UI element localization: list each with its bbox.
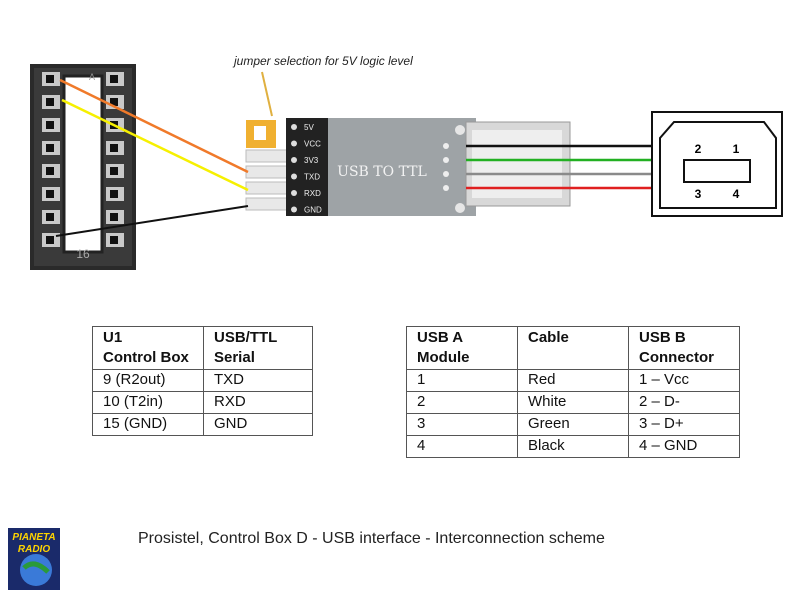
wire-black <box>55 205 249 237</box>
jumper-pointer-line <box>261 71 273 117</box>
table-header-row: USB A Module Cable USB B Connector <box>406 326 740 370</box>
pianeta-radio-logo: PIANETA RADIO <box>8 528 60 590</box>
socket-pin-hole <box>110 144 118 152</box>
socket-pin-hole <box>46 236 54 244</box>
logo-text-line-1: PIANETA <box>12 532 55 543</box>
logo-text-line-2: RADIO <box>18 544 50 555</box>
module-pin-label: VCC <box>304 140 321 149</box>
table-row: 15 (GND)GND <box>92 413 313 436</box>
table-cell: RXD <box>203 391 313 414</box>
socket-pin-hole <box>46 144 54 152</box>
socket-number-label: 16 <box>76 247 90 261</box>
module-pin-label: GND <box>304 206 322 215</box>
socket-pin-hole <box>46 213 54 221</box>
table-cell: 2 <box>406 391 518 414</box>
diagram-caption: Prosistel, Control Box D - USB interface… <box>138 530 605 547</box>
table-cell: TXD <box>203 369 313 392</box>
socket-pin-hole <box>110 213 118 221</box>
module-pin-label: 3V3 <box>304 156 319 165</box>
socket-pin-hole <box>46 75 54 83</box>
jumper-cap <box>246 120 276 148</box>
table-cell: 1 <box>406 369 518 392</box>
table-row: 9 (R2out)TXD <box>92 369 313 392</box>
usb-b-pin-4: 4 <box>733 187 740 201</box>
usb-b-connector: 2 1 3 4 <box>651 111 783 217</box>
table-cell: GND <box>203 413 313 436</box>
header-pins <box>245 149 289 211</box>
module-pin-pad <box>291 190 297 196</box>
table-cell: 4 <box>406 435 518 458</box>
socket-pin-hole <box>46 98 54 106</box>
table-cell: 2 – D- <box>628 391 740 414</box>
header-line: Cable <box>528 329 569 346</box>
header-cell: USB/TTL Serial <box>203 326 313 370</box>
header-line: USB/TTL <box>214 329 278 346</box>
ic-socket: 16 A <box>30 64 136 270</box>
table-cell: White <box>517 391 629 414</box>
header-cell: USB A Module <box>406 326 518 370</box>
table-cell: 3 – D+ <box>628 413 740 436</box>
header-line: Module <box>417 349 470 366</box>
socket-pin-hole <box>46 121 54 129</box>
socket-pin-hole <box>46 190 54 198</box>
socket-pin-hole <box>110 98 118 106</box>
jumper-note: jumper selection for 5V logic level <box>234 54 413 68</box>
table-cell: 3 <box>406 413 518 436</box>
module-pin-pad <box>291 206 297 213</box>
table-cell: 10 (T2in) <box>92 391 204 414</box>
wire-yellow <box>61 98 249 192</box>
table-cell: 1 – Vcc <box>628 369 740 392</box>
table-cell: Red <box>517 369 629 392</box>
header-line: Control Box <box>103 349 189 366</box>
module-title: USB TO TTL <box>337 164 427 180</box>
table-cell: 4 – GND <box>628 435 740 458</box>
table-row: 10 (T2in)RXD <box>92 391 313 414</box>
module-pin-pad <box>291 124 297 130</box>
module-pin-pad <box>291 173 297 180</box>
header-line: U1 <box>103 329 123 346</box>
header-line: Connector <box>639 349 714 366</box>
module-pin-label: 5V <box>304 123 314 132</box>
header-line: USB A <box>417 329 464 346</box>
socket-pin-hole <box>46 167 54 175</box>
usb-b-pin-1: 1 <box>733 142 740 156</box>
module-pin-label: TXD <box>304 173 320 182</box>
socket-pin-hole <box>110 190 118 198</box>
table-cell: 9 (R2out) <box>92 369 204 392</box>
module-pin-label: RXD <box>304 189 321 198</box>
table-cell: Black <box>517 435 629 458</box>
usb-b-pin-3: 3 <box>695 187 702 201</box>
wire-orange <box>59 78 249 174</box>
socket-pin-hole <box>110 236 118 244</box>
table-cell: 15 (GND) <box>92 413 204 436</box>
header-cell: USB B Connector <box>628 326 740 370</box>
header-line: Serial <box>214 349 255 366</box>
header-cell: Cable <box>517 326 629 370</box>
usb-b-pin-2: 2 <box>695 142 702 156</box>
socket-a-label: A <box>89 72 95 82</box>
module-pin-pad <box>291 157 297 163</box>
socket-pin-hole <box>110 75 118 83</box>
socket-pin-hole <box>110 167 118 175</box>
module-pin-pad <box>291 140 297 147</box>
header-line: USB B <box>639 329 686 346</box>
table-cell: Green <box>517 413 629 436</box>
